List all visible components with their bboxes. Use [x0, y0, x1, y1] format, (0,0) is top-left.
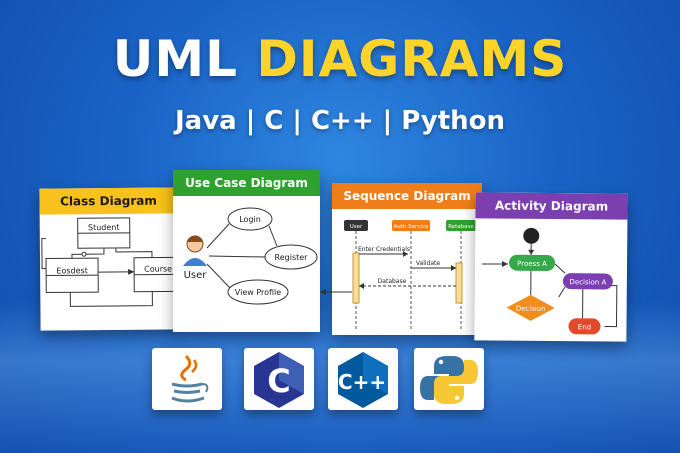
cpp-badge: C++: [328, 348, 398, 410]
start-node-icon: [523, 227, 540, 244]
activity-diagram-card: Activity Diagram Proess A Decision A Dec…: [474, 192, 628, 342]
usecase-view-profile: View Profile: [235, 288, 281, 297]
activity-diagram-graphic: Proess A Decision A Decision End: [506, 227, 618, 335]
sequence-diagram-header: Sequence Diagram: [332, 183, 482, 209]
python-badge: [414, 348, 484, 410]
class-student: Student: [88, 223, 120, 232]
activity-decision: Decision: [516, 305, 546, 313]
usecase-actor: User: [184, 270, 208, 281]
python-icon: [420, 356, 478, 404]
class-diagram-graphic: Student Eosdest Course: [41, 217, 177, 307]
msg-validate: Validate: [416, 260, 440, 267]
subtitle: Java | C | C++ | Python: [174, 106, 506, 136]
msg-database: Database: [378, 278, 407, 285]
usecase-diagram-header: Use Case Diagram: [173, 170, 320, 196]
sequence-diagram-graphic: User Auth Service Retabase Enter Credent…: [344, 220, 476, 331]
lifeline-auth: Auth Service: [394, 224, 430, 230]
activity-decision-a: Decision A: [569, 278, 606, 286]
usecase-register: Register: [275, 253, 309, 262]
java-badge: [152, 348, 222, 410]
usecase-login: Login: [239, 215, 261, 224]
title-part-2: DIAGRAMS: [256, 30, 568, 88]
class-diagram-card: Class Diagram Student Eosdest Course: [39, 187, 179, 331]
lifeline-user: User: [350, 224, 363, 230]
java-icon: [171, 354, 209, 403]
class-eosdest: Eosdest: [56, 266, 87, 275]
title-part-1: UML: [112, 30, 238, 88]
msg-enter-credentials: Enter Credentials: [358, 246, 410, 253]
c-label: C: [267, 362, 290, 400]
sequence-diagram-card: Sequence Diagram User Auth Service Retab…: [332, 183, 482, 335]
usecase-diagram-graphic: User Login Register View Profile: [183, 207, 318, 305]
user-actor-icon: [183, 235, 207, 266]
cpp-label: C++: [338, 370, 386, 394]
c-badge: C: [244, 348, 314, 410]
page-title: UML DIAGRAMS: [0, 30, 680, 88]
class-course: Course: [144, 264, 172, 273]
activity-end: End: [578, 323, 591, 331]
lifeline-db: Retabase: [448, 224, 474, 230]
usecase-diagram-card: Use Case Diagram User Login Register Vie…: [173, 170, 320, 332]
activity-proess-a: Proess A: [517, 260, 547, 268]
cpp-icon: C++: [338, 352, 388, 408]
c-icon: C: [254, 352, 304, 408]
